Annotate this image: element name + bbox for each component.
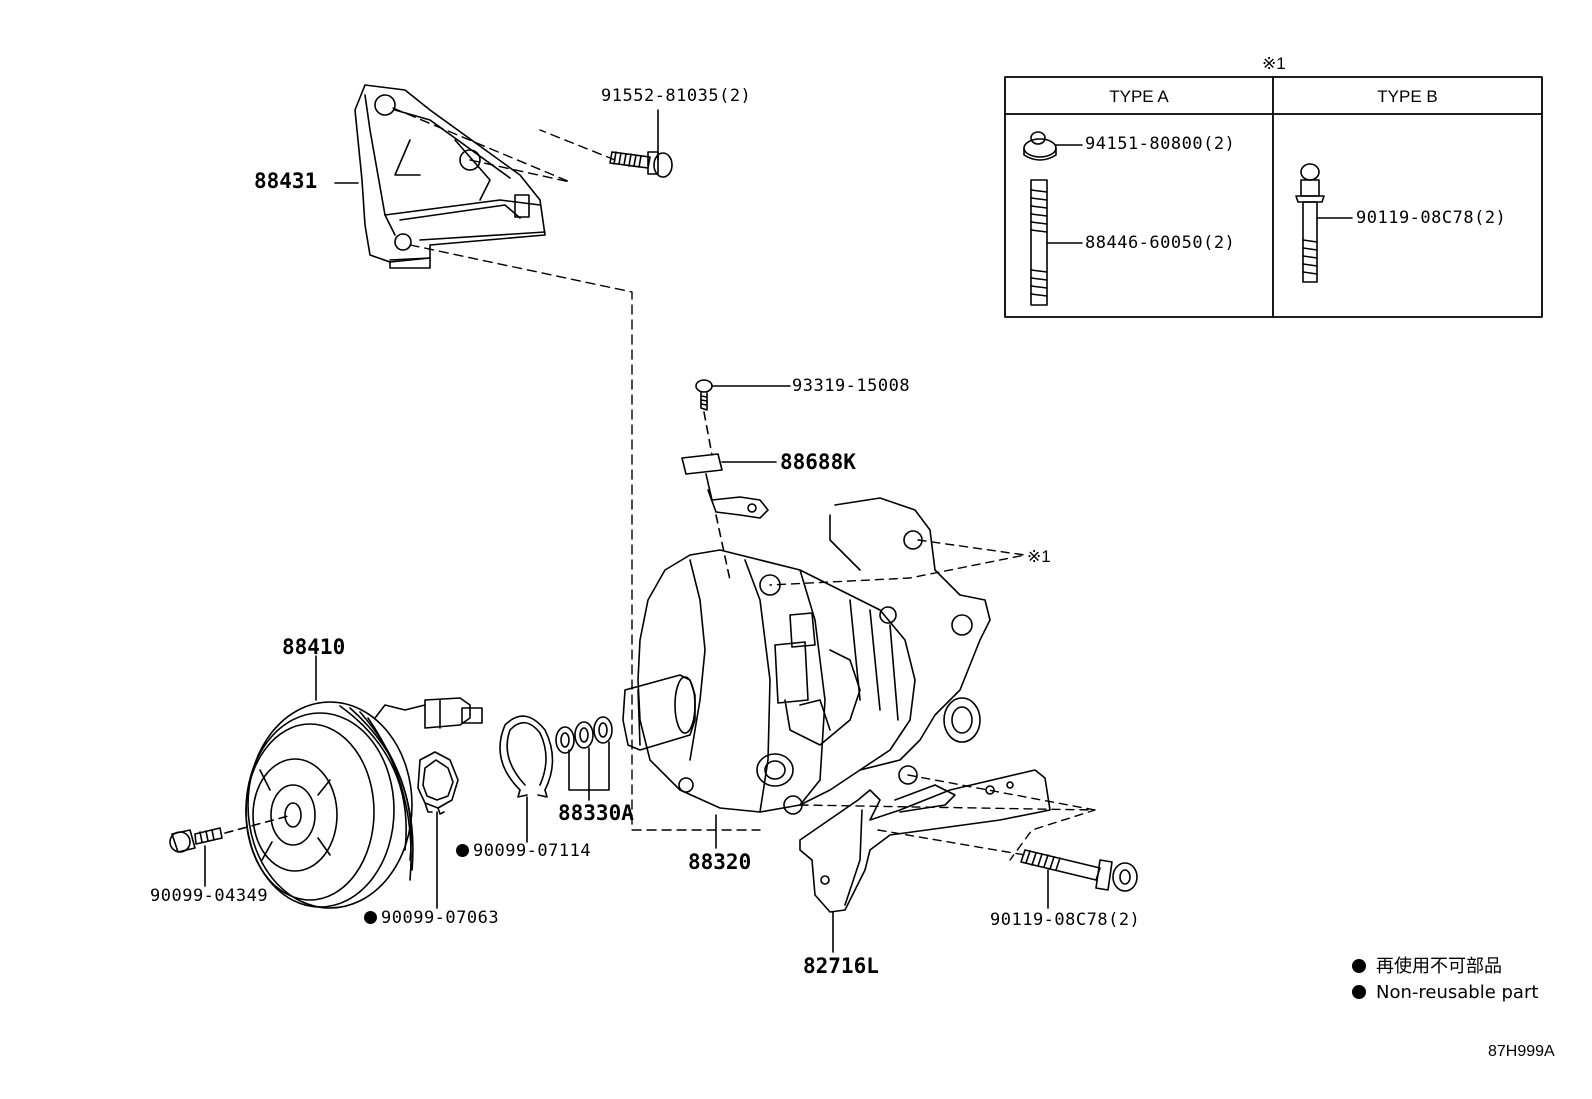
figure-id: 87H999A	[1488, 1043, 1555, 1060]
clamp-dashed-line	[715, 514, 731, 581]
legend-jp: 再使用不可部品	[1352, 958, 1502, 976]
magnetic-clutch-drawing	[245, 697, 483, 909]
label-shims: 88330A	[558, 801, 634, 825]
label-snap-ring: 90099-07114	[456, 843, 591, 860]
non-reusable-icon	[1352, 959, 1366, 973]
non-reusable-icon	[456, 844, 469, 857]
type-b-heading: TYPE B	[1377, 87, 1438, 106]
type-a-stud-drawing	[1030, 179, 1048, 306]
non-reusable-icon	[364, 911, 377, 924]
label-clutch-bolt: 90099-04349	[150, 886, 269, 906]
label-type-a-stud: 88446-60050(2)	[1085, 233, 1236, 253]
compressor-bolt-drawing	[1020, 849, 1138, 892]
label-compressor: 88320	[688, 850, 752, 874]
non-reusable-icon	[1352, 985, 1366, 999]
bracket-dashed-lines	[392, 107, 761, 831]
label-bracket-bolt: 91552-81035(2)	[601, 86, 752, 106]
label-compressor-bolt: 90119-08C78(2)	[990, 910, 1141, 930]
type-table-frame	[1004, 76, 1543, 318]
compressor-drawing	[622, 497, 991, 815]
clamp-drawing	[681, 453, 769, 519]
label-screw: 93319-15008	[792, 376, 911, 396]
snap-ring-drawing	[499, 715, 554, 798]
label-clamp: 88688K	[780, 450, 856, 474]
label-type-b-bolt: 90119-08C78(2)	[1356, 208, 1507, 228]
clutch-bolt-drawing	[169, 827, 223, 853]
bracket-bolt-drawing	[609, 151, 673, 178]
shims-drawing	[555, 716, 613, 754]
type-a-nut-drawing	[1023, 131, 1057, 161]
screw-drawing	[695, 379, 713, 411]
clutch-bolt-dashed-line	[224, 814, 293, 834]
type-table-note: ※1	[1262, 54, 1286, 73]
label-type-a-nut: 94151-80800(2)	[1085, 134, 1236, 154]
label-reference-note: ※1	[1027, 547, 1051, 566]
compressor-bracket-drawing	[799, 769, 1051, 913]
label-clutch-washer: 90099-07063	[364, 910, 499, 927]
type-a-heading: TYPE A	[1109, 87, 1169, 106]
label-magnetic-clutch: 88410	[282, 635, 346, 659]
type-b-bolt-drawing	[1295, 163, 1325, 283]
clutch-washer-drawing	[417, 751, 459, 815]
bracket-drawing	[354, 84, 546, 269]
screw-dashed-line	[703, 411, 713, 456]
shims-leader	[568, 741, 610, 801]
label-compressor-bracket: 82716L	[803, 954, 879, 978]
legend-en: Non-reusable part	[1352, 984, 1538, 1002]
compressor-dashed-lines	[769, 539, 1096, 861]
label-bracket: 88431	[254, 169, 318, 193]
